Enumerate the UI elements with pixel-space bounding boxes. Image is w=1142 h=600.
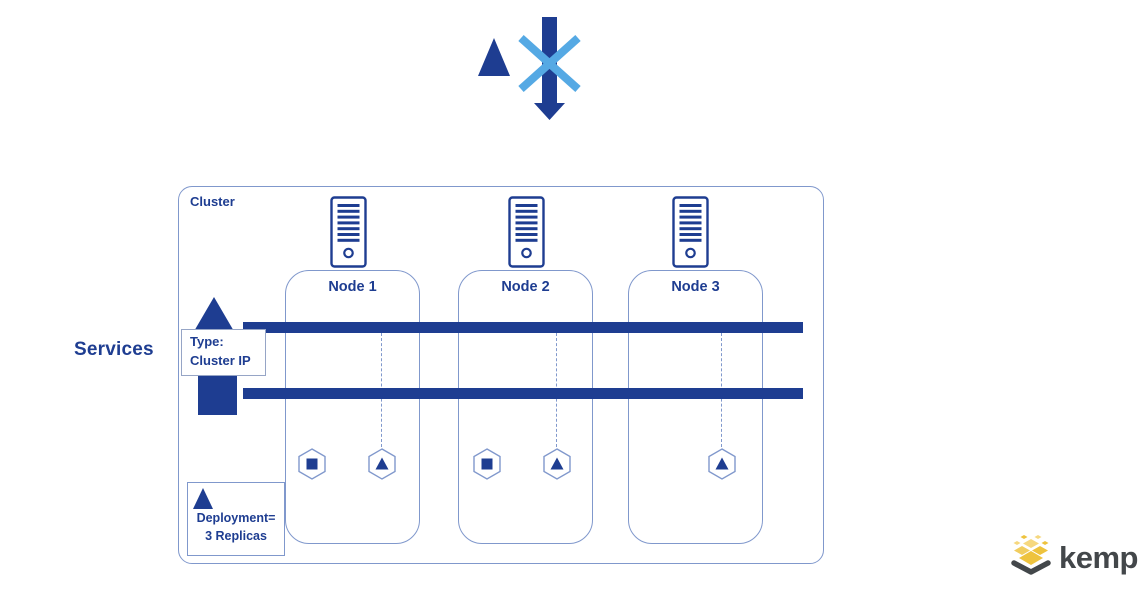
pod-hexagon-square xyxy=(298,448,326,480)
node-label: Node 1 xyxy=(328,279,377,295)
cluster-label: Cluster xyxy=(190,194,235,209)
pod-hexagon-square xyxy=(473,448,501,480)
node-box-1: Node 1 xyxy=(285,270,420,544)
services-label: Services xyxy=(74,339,154,360)
kemp-logo: kemp xyxy=(1010,534,1138,580)
node-label: Node 3 xyxy=(671,279,720,295)
blocked-ingress-icon xyxy=(478,17,581,120)
server-icon xyxy=(330,196,367,268)
service-triangle-icon xyxy=(478,38,510,76)
deployment-line2: 3 Replicas xyxy=(205,528,267,543)
blocked-cross-icon xyxy=(518,35,581,92)
server-icon xyxy=(508,196,545,268)
deployment-line1: Deployment= xyxy=(196,511,276,525)
pod-hexagon-triangle xyxy=(708,448,736,480)
type-callout: Type: Cluster IP xyxy=(181,329,266,376)
kemp-logo-text: kemp xyxy=(1059,540,1138,575)
node-box-3: Node 3 xyxy=(628,270,763,544)
pod-hexagon-triangle xyxy=(368,448,396,480)
deployment-triangle-icon xyxy=(193,488,213,509)
node-box-2: Node 2 xyxy=(458,270,593,544)
server-icon xyxy=(672,196,709,268)
deployment-callout: Deployment= 3 Replicas xyxy=(187,482,285,556)
kemp-logo-icon xyxy=(1011,535,1051,575)
service-bar-1 xyxy=(243,322,803,333)
type-line1: Type: xyxy=(190,334,224,349)
node-label: Node 2 xyxy=(501,279,550,295)
type-line2: Cluster IP xyxy=(190,352,251,368)
service-bar-2 xyxy=(243,388,803,399)
pod-hexagon-triangle xyxy=(543,448,571,480)
cluster-box: Cluster xyxy=(178,186,824,564)
